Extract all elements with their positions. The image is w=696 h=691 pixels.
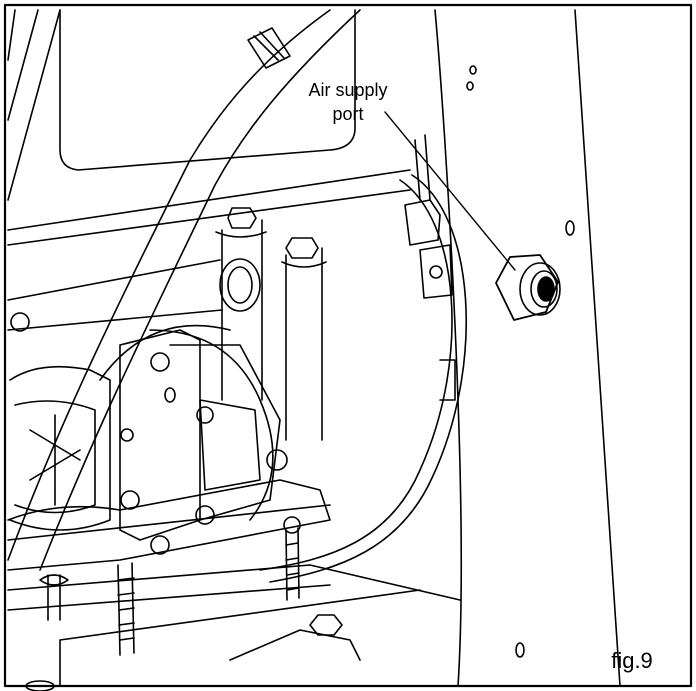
figure-frame: [3, 3, 693, 688]
cabinet-panel: [434, 9, 621, 687]
support-rod: [7, 9, 61, 201]
rear-housing: [7, 9, 411, 246]
base-plate: [7, 564, 461, 691]
manifold-pipe: [7, 258, 261, 331]
callout-label-line1: Air supply: [308, 80, 387, 100]
pump-bolts: [10, 312, 301, 555]
air-supply-port-fitting: [495, 254, 561, 321]
upright-posts: [215, 207, 327, 441]
callout-leader-line: [384, 111, 516, 271]
return-hose: [259, 174, 467, 583]
callout-label-line2: port: [332, 104, 363, 124]
pump-body: [7, 324, 331, 571]
figure-number-label: fig.9: [611, 648, 653, 673]
air-hose: [7, 9, 361, 571]
